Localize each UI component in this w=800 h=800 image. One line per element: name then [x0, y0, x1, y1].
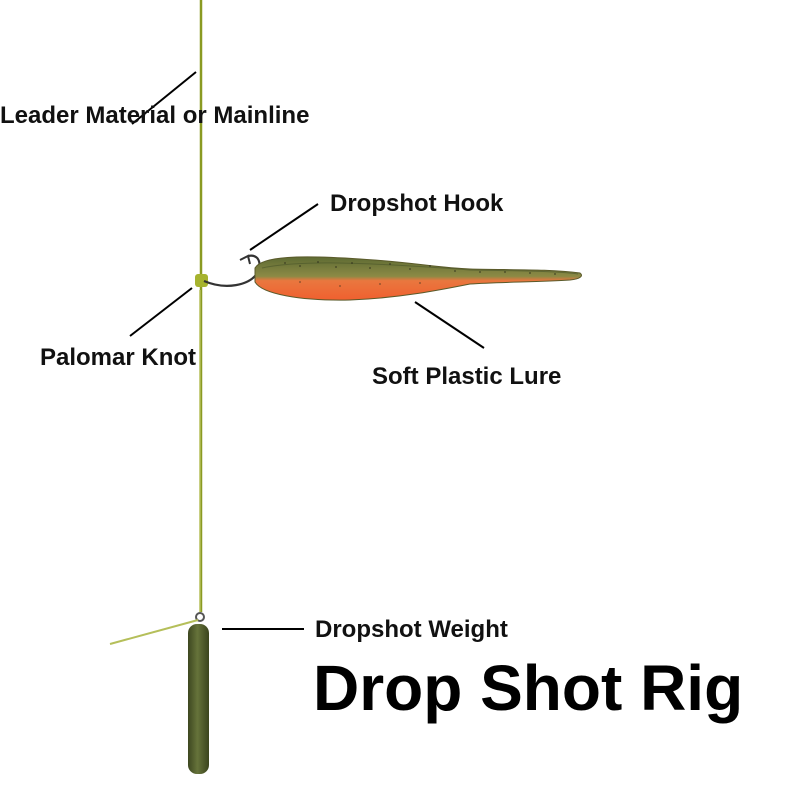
- leader-pointer-mainline: [131, 71, 197, 125]
- diagram-title: Drop Shot Rig: [313, 652, 744, 724]
- label-dropshot-weight: Dropshot Weight: [315, 616, 508, 643]
- weight-swivel: [195, 612, 205, 622]
- palomar-knot: [195, 274, 208, 287]
- dropshot-hook: [203, 254, 261, 287]
- leader-pointer-knot: [129, 287, 193, 337]
- hook-point: [239, 254, 251, 265]
- leader-pointer-lure: [414, 301, 485, 349]
- weight-tag-end: [109, 619, 199, 645]
- label-palomar-knot: Palomar Knot: [40, 344, 197, 371]
- dropshot-weight: [188, 624, 209, 774]
- soft-plastic-lure: [254, 256, 583, 301]
- label-dropshot-hook: Dropshot Hook: [330, 190, 504, 217]
- leader-pointer-hook: [249, 203, 319, 251]
- label-leader-material: Leader Material or Mainline: [0, 102, 310, 129]
- label-soft-plastic-lure: Soft Plastic Lure: [372, 363, 562, 390]
